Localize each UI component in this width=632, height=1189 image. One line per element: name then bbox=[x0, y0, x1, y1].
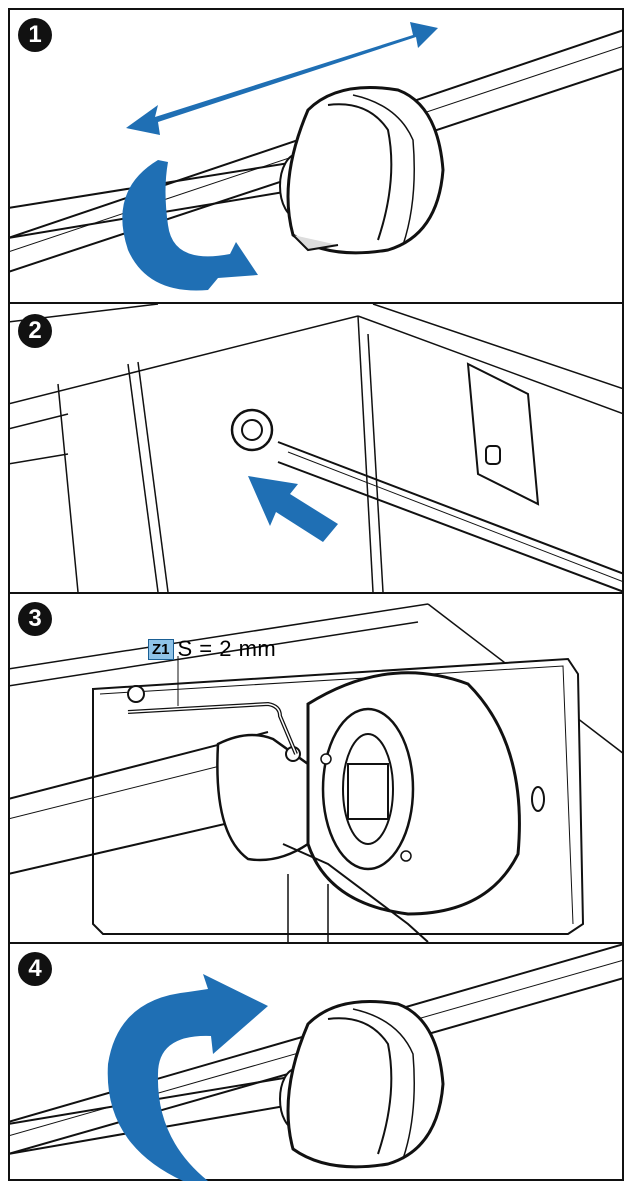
rotate-arrow-icon bbox=[107, 974, 269, 1181]
step-badge: 3 bbox=[18, 602, 52, 636]
step-3-illustration bbox=[8, 603, 624, 942]
tool-callout: Z1 S = 2 mm bbox=[148, 636, 276, 662]
step-4-panel: 4 bbox=[8, 944, 624, 1181]
mounting-plate bbox=[466, 362, 540, 506]
step-4-illustration bbox=[8, 944, 624, 1181]
step-badge: 2 bbox=[18, 314, 52, 348]
step-1-illustration bbox=[8, 22, 624, 291]
step-3-panel: 3 Z1 S = 2 mm bbox=[8, 594, 624, 942]
step-2-panel: 2 bbox=[8, 304, 624, 592]
tool-spec: S = 2 mm bbox=[177, 636, 277, 661]
step-1-panel: 1 bbox=[8, 10, 624, 302]
end-cap bbox=[286, 86, 445, 255]
divider bbox=[8, 592, 624, 594]
step-badge: 4 bbox=[18, 952, 52, 986]
divider bbox=[8, 942, 624, 944]
slide-arrow-icon bbox=[126, 22, 438, 135]
step-2-illustration bbox=[8, 304, 624, 592]
insert-arrow-icon bbox=[248, 476, 338, 542]
shaft-collar bbox=[216, 733, 310, 862]
rotate-arrow-icon bbox=[122, 160, 259, 291]
tool-tag: Z1 bbox=[148, 638, 174, 660]
end-cap bbox=[286, 1000, 445, 1169]
step-badge: 1 bbox=[18, 18, 52, 52]
divider bbox=[8, 302, 624, 304]
